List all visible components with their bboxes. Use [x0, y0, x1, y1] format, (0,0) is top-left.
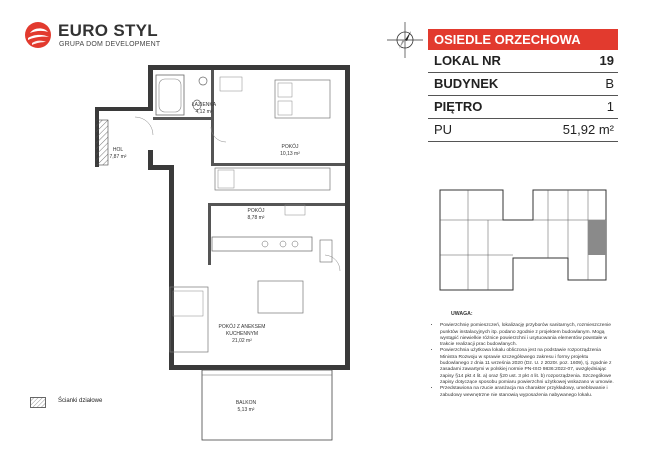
- room-area-hol: 7,87 m²: [110, 154, 127, 160]
- floor-plan: ŁAZIENKA 4,12 m² HOL 7,87 m² POKÓJ 10,13…: [95, 65, 350, 441]
- info-key: BUDYNEK: [434, 76, 499, 91]
- info-value: 51,92 m²: [562, 122, 614, 137]
- info-row-lokal: LOKAL NR 19: [428, 50, 618, 73]
- note-item: Powierzchnia użytkowa lokalu obliczona j…: [440, 348, 616, 386]
- legend-label: Ścianki działowe: [58, 398, 103, 404]
- note-item: Powierzchnię pomieszczeń, lokalizację pr…: [440, 323, 616, 348]
- building-location-plan: [439, 189, 607, 291]
- euro-styl-logo-icon: [25, 22, 51, 48]
- highlighted-unit: [588, 220, 606, 255]
- room-label-pokoj-aneks: POKÓJ Z ANEKSEM: [219, 323, 266, 330]
- brand-name: EURO STYL: [58, 21, 158, 40]
- info-key: LOKAL NR: [434, 53, 501, 68]
- notes-title: UWAGA:: [451, 311, 473, 317]
- room-label-pokoj-1: POKÓJ: [282, 143, 299, 150]
- info-value: 1: [606, 99, 614, 114]
- compass-icon: [387, 22, 423, 58]
- partition-wall-swatch-icon: [30, 397, 46, 408]
- room-area-lazienka: 4,12 m²: [196, 109, 213, 115]
- info-key: PU: [434, 122, 453, 137]
- info-value: 19: [599, 53, 614, 68]
- note-item: Przedstawiona na rzucie aranżacja ma cha…: [440, 386, 616, 399]
- room-label-balkon: BALKON: [236, 400, 257, 406]
- room-label-pokoj-2: POKÓJ: [248, 207, 265, 214]
- info-row-budynek: BUDYNEK B: [428, 73, 618, 96]
- room-area-balkon: 5,13 m²: [238, 407, 255, 413]
- info-row-pietro: PIĘTRO 1: [428, 96, 618, 119]
- room-area-pokoj-2: 8,78 m²: [248, 215, 265, 221]
- info-row-pu: PU 51,92 m²: [428, 119, 618, 142]
- notes-section: UWAGA: Powierzchnię pomieszczeń, lokaliz…: [428, 311, 616, 399]
- room-area-pokoj-aneks: 21,02 m²: [232, 338, 252, 344]
- room-label-pokoj-aneks-2: KUCHENNYM: [226, 331, 258, 337]
- estate-name: OSIEDLE ORZECHOWA: [428, 29, 618, 50]
- room-label-lazienka: ŁAZIENKA: [192, 102, 217, 108]
- info-value: B: [605, 76, 614, 91]
- info-key: PIĘTRO: [434, 99, 483, 114]
- room-area-pokoj-1: 10,13 m²: [280, 151, 300, 157]
- brand-subtitle: GRUPA DOM DEVELOPMENT: [59, 41, 161, 48]
- unit-info-panel: OSIEDLE ORZECHOWA LOKAL NR 19 BUDYNEK B …: [428, 29, 618, 142]
- room-label-hol: HOL: [113, 147, 124, 153]
- brand-logo: EURO STYL GRUPA DOM DEVELOPMENT: [24, 19, 174, 53]
